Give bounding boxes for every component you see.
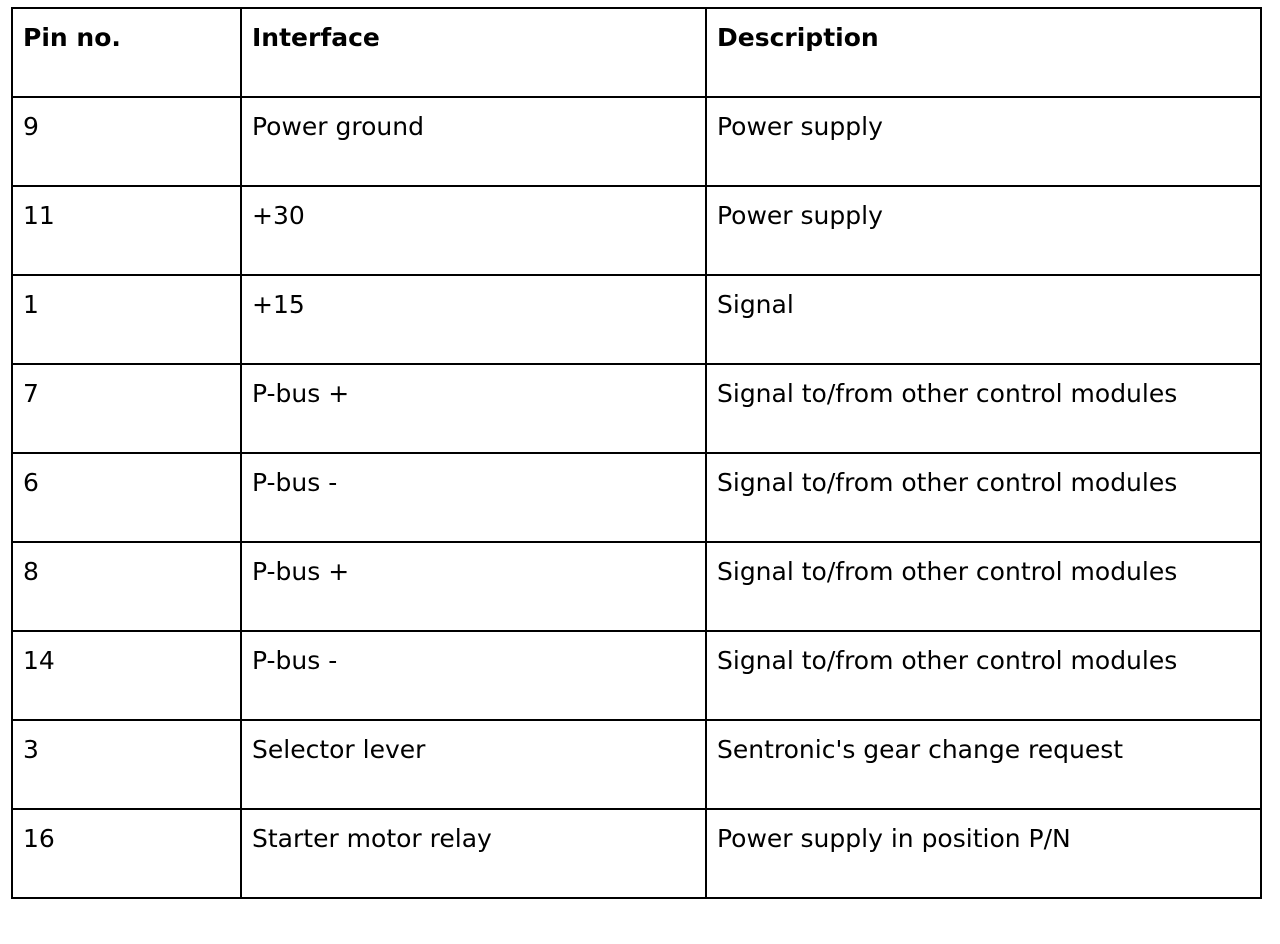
description-cell: Signal to/from other control modules: [705, 363, 1262, 454]
pin-cell: 14: [11, 630, 242, 721]
interface-cell: Power ground: [240, 96, 707, 187]
table-header-row: Pin no. Interface Description: [11, 7, 1262, 98]
interface-cell: Starter motor relay: [240, 808, 707, 899]
pin-assignment-table: Pin no. Interface Description 9 Power gr…: [11, 7, 1262, 899]
interface-cell: +30: [240, 185, 707, 276]
description-cell: Signal to/from other control modules: [705, 541, 1262, 632]
description-cell: Signal: [705, 274, 1262, 365]
description-cell: Power supply in position P/N: [705, 808, 1262, 899]
table-row: 8 P-bus + Signal to/from other control m…: [11, 541, 1262, 632]
interface-cell: Selector lever: [240, 719, 707, 810]
pin-cell: 16: [11, 808, 242, 899]
pin-cell: 1: [11, 274, 242, 365]
pin-cell: 9: [11, 96, 242, 187]
pin-cell: 6: [11, 452, 242, 543]
header-description: Description: [705, 7, 1262, 98]
table-row: 7 P-bus + Signal to/from other control m…: [11, 363, 1262, 454]
table-row: 3 Selector lever Sentronic's gear change…: [11, 719, 1262, 810]
header-pin-no: Pin no.: [11, 7, 242, 98]
description-cell: Signal to/from other control modules: [705, 452, 1262, 543]
interface-cell: P-bus +: [240, 363, 707, 454]
interface-cell: P-bus -: [240, 630, 707, 721]
interface-cell: P-bus -: [240, 452, 707, 543]
table-row: 1 +15 Signal: [11, 274, 1262, 365]
table-row: 6 P-bus - Signal to/from other control m…: [11, 452, 1262, 543]
description-cell: Sentronic's gear change request: [705, 719, 1262, 810]
description-cell: Power supply: [705, 96, 1262, 187]
description-cell: Power supply: [705, 185, 1262, 276]
pin-cell: 11: [11, 185, 242, 276]
pin-cell: 7: [11, 363, 242, 454]
pin-cell: 3: [11, 719, 242, 810]
table-row: 16 Starter motor relay Power supply in p…: [11, 808, 1262, 899]
table-row: 14 P-bus - Signal to/from other control …: [11, 630, 1262, 721]
interface-cell: P-bus +: [240, 541, 707, 632]
table-row: 11 +30 Power supply: [11, 185, 1262, 276]
pin-cell: 8: [11, 541, 242, 632]
table-row: 9 Power ground Power supply: [11, 96, 1262, 187]
header-interface: Interface: [240, 7, 707, 98]
interface-cell: +15: [240, 274, 707, 365]
description-cell: Signal to/from other control modules: [705, 630, 1262, 721]
